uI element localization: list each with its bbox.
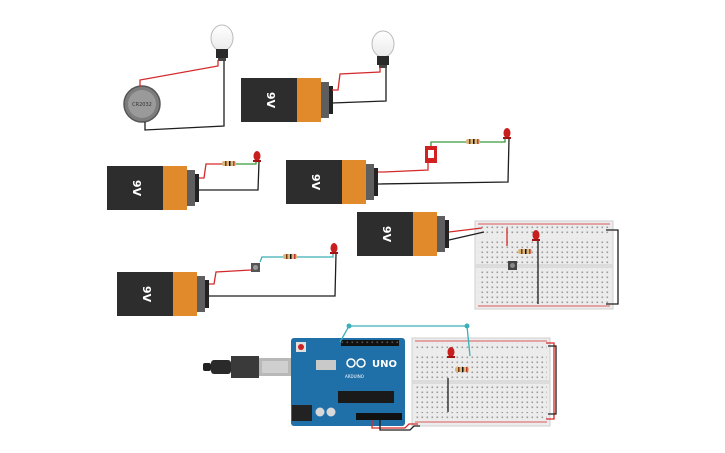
breadboard-1[interactable]: [474, 220, 614, 310]
arduino-uno-board[interactable]: UNO ARDUINO: [291, 338, 405, 426]
battery-9v-a[interactable]: 9V: [241, 78, 333, 122]
wire-black[interactable]: [606, 229, 619, 305]
breadboard-2[interactable]: [411, 337, 551, 427]
wire-black[interactable]: [548, 345, 557, 415]
wire-green[interactable]: [430, 141, 466, 146]
wire-red[interactable]: [332, 67, 381, 91]
wire-green[interactable]: [480, 139, 506, 143]
wire-joint: [464, 323, 470, 329]
wire-red[interactable]: [448, 227, 483, 233]
wire-green[interactable]: [236, 162, 257, 165]
resistor-1[interactable]: [222, 161, 236, 166]
wire-black[interactable]: [209, 253, 337, 297]
wire-black[interactable]: [377, 138, 510, 185]
resistor-5[interactable]: [455, 367, 469, 372]
wire-teal[interactable]: [339, 325, 471, 357]
battery-9v-c[interactable]: 9V: [286, 160, 378, 204]
wire-red[interactable]: [139, 60, 219, 87]
arduino-uno-logo: UNO: [372, 359, 397, 370]
arduino-infinity-icon: [346, 358, 366, 368]
wire-black[interactable]: [199, 161, 260, 191]
arduino-brand: ARDUINO: [345, 374, 364, 379]
battery-label: 9V: [140, 286, 153, 303]
circuit-coin-cell-bulb: CR2032: [123, 24, 234, 131]
light-bulb-2[interactable]: [371, 30, 395, 68]
light-bulb-1[interactable]: [210, 24, 234, 61]
wire-black[interactable]: [144, 61, 225, 131]
wire-black[interactable]: [448, 231, 485, 241]
slide-switch[interactable]: [425, 146, 437, 163]
wire-teal[interactable]: [259, 256, 283, 263]
battery-label: 9V: [130, 180, 143, 197]
battery-label: 9V: [380, 226, 393, 243]
wire-joint: [346, 323, 352, 329]
resistor-3[interactable]: [518, 249, 532, 254]
wire-red[interactable]: [199, 163, 222, 179]
battery-9v-e[interactable]: 9V: [117, 272, 209, 316]
resistor-4[interactable]: [283, 254, 297, 259]
battery-label: 9V: [309, 174, 322, 191]
battery-9v-b[interactable]: 9V: [107, 166, 199, 210]
wire-red[interactable]: [546, 342, 555, 420]
push-button-2[interactable]: [251, 263, 260, 272]
battery-label: 9V: [264, 92, 277, 109]
usb-cable[interactable]: [203, 356, 291, 378]
coin-cell-label: CR2032: [132, 102, 152, 108]
push-button-1[interactable]: [508, 261, 517, 270]
led-1[interactable]: [253, 151, 261, 162]
led-4[interactable]: [330, 243, 338, 254]
wire-black[interactable]: [379, 420, 420, 431]
led-2[interactable]: [503, 128, 511, 139]
wire-red[interactable]: [371, 420, 418, 429]
led-5[interactable]: [447, 347, 455, 358]
wire-black[interactable]: [331, 68, 387, 104]
resistor-2[interactable]: [466, 139, 480, 144]
wire-teal[interactable]: [297, 254, 334, 258]
led-3[interactable]: [532, 230, 540, 241]
wire-red[interactable]: [209, 269, 252, 285]
battery-9v-d[interactable]: 9V: [357, 212, 449, 256]
coin-cell-battery[interactable]: CR2032: [123, 85, 161, 123]
wire-red[interactable]: [378, 163, 429, 173]
